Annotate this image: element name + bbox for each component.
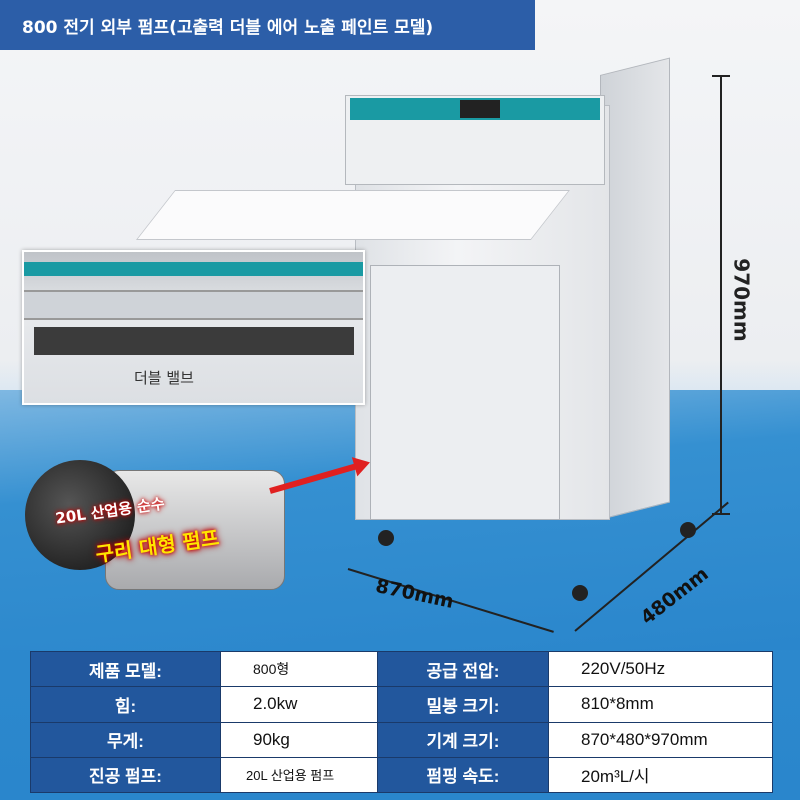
spec-label: 제품 모델:: [30, 650, 221, 688]
vacuum-pump-image: [25, 440, 285, 610]
spec-value: 800형: [220, 650, 378, 688]
spec-label: 진공 펌프:: [30, 756, 221, 794]
spec-value: 20L 산업용 펌프: [220, 756, 378, 794]
caster-wheel: [572, 585, 588, 601]
table-row: 제품 모델: 800형 공급 전압: 220V/50Hz: [30, 650, 773, 688]
spec-value: 90kg: [220, 721, 378, 758]
spec-label: 무게:: [30, 721, 221, 758]
caster-wheel: [378, 530, 394, 546]
table-row: 진공 펌프: 20L 산업용 펌프 펌핑 속도: 20m³L/시: [30, 756, 773, 794]
double-valve-inset: 더블 밸브: [22, 250, 365, 405]
inset-label: 더블 밸브: [134, 369, 194, 387]
height-dimension-line: [712, 75, 730, 515]
spec-label: 공급 전압:: [377, 650, 549, 688]
shelf-tray: [135, 190, 570, 240]
cabinet-door: [370, 265, 560, 520]
product-title: 800 전기 외부 펌프(고출력 더블 에어 노출 페인트 모델): [22, 17, 434, 38]
spec-value: 2.0kw: [220, 686, 378, 723]
height-dimension-label: 970mm: [729, 258, 754, 342]
spec-table: 제품 모델: 800형 공급 전압: 220V/50Hz 힘: 2.0kw 밀봉…: [30, 650, 773, 794]
spec-value: 870*480*970mm: [548, 721, 773, 758]
spec-value: 20m³L/시: [548, 756, 773, 794]
spec-label: 힘:: [30, 686, 221, 723]
table-row: 무게: 90kg 기계 크기: 870*480*970mm: [30, 721, 773, 758]
spec-value: 220V/50Hz: [548, 650, 773, 688]
spec-label: 밀봉 크기:: [377, 686, 549, 723]
spec-label: 기계 크기:: [377, 721, 549, 758]
cabinet-side: [600, 57, 670, 521]
table-row: 힘: 2.0kw 밀봉 크기: 810*8mm: [30, 686, 773, 723]
product-title-banner: 800 전기 외부 펌프(고출력 더블 에어 노출 페인트 모델): [0, 0, 535, 50]
display-screen: [460, 100, 500, 118]
spec-value: 810*8mm: [548, 686, 773, 723]
spec-label: 펌핑 속도:: [377, 756, 549, 794]
